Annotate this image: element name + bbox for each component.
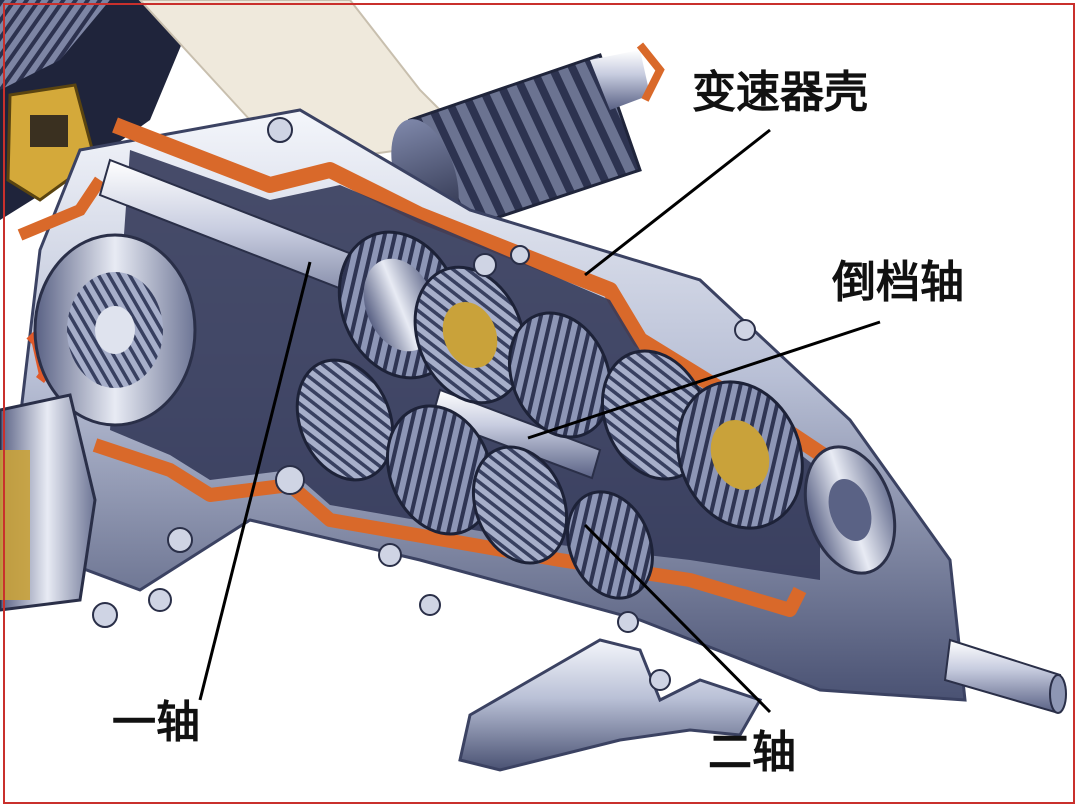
mounting-bracket — [458, 638, 763, 772]
gear-set-upper — [337, 230, 804, 530]
housing-bolts — [92, 117, 756, 691]
gear-set-lower — [295, 358, 654, 600]
label-second-shaft: 二轴 — [708, 727, 796, 778]
output-shaft — [943, 638, 1067, 714]
left-flange — [0, 233, 197, 612]
label-reverse-shaft: 倒档轴 — [831, 257, 964, 308]
leader-reverse-shaft — [527, 320, 881, 440]
leader-lines — [198, 128, 881, 714]
label-first-shaft: 一轴 — [112, 697, 200, 748]
leader-housing — [584, 128, 771, 277]
label-housing: 变速器壳 — [692, 67, 868, 118]
leader-first-shaft — [198, 261, 312, 701]
leader-second-shaft — [583, 523, 772, 714]
output-flange — [803, 445, 897, 575]
